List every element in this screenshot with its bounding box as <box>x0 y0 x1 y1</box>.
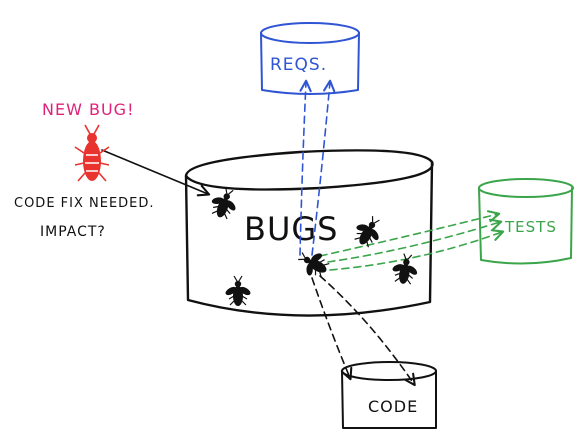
tests-label: TESTS <box>504 218 557 236</box>
code-arrows <box>311 275 416 387</box>
new-bug-arrow <box>101 149 211 197</box>
impact-label: IMPACT? <box>40 224 106 240</box>
bug-icon <box>223 275 253 307</box>
code-cylinder: CODE <box>341 361 437 429</box>
tests-arrows <box>319 210 505 271</box>
code-fix-label: CODE FIX NEEDED. <box>14 196 155 211</box>
reqs-label: REQS. <box>270 55 327 75</box>
code-label: CODE <box>368 397 418 416</box>
new-bug-icon <box>74 124 110 182</box>
reqs-arrows <box>299 79 336 256</box>
bugs-label: BUGS <box>244 210 338 248</box>
bugs-cylinder: BUGS <box>184 149 434 317</box>
tests-cylinder: TESTS <box>478 178 574 265</box>
reqs-cylinder: REQS. <box>260 22 360 95</box>
new-bug-label: NEW BUG! <box>42 100 134 119</box>
